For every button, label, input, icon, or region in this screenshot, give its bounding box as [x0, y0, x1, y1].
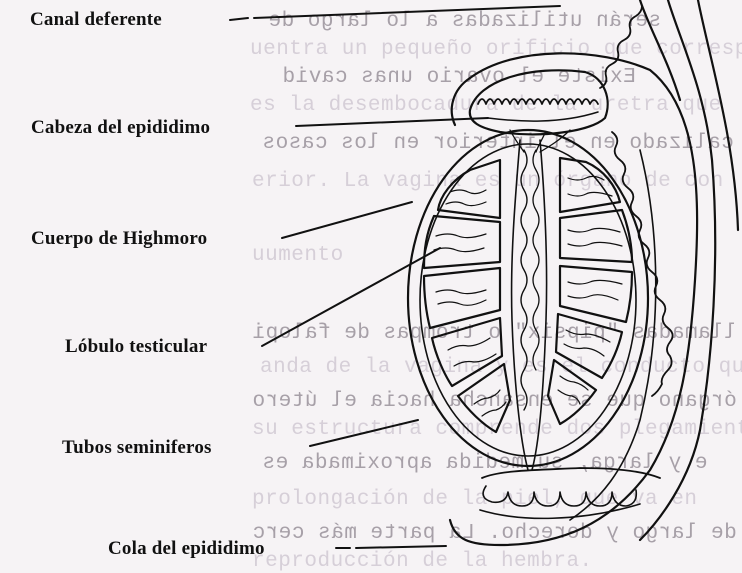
- rete-testis: [521, 150, 527, 410]
- leader-line-cola-epididimo: [336, 546, 446, 548]
- leader-line-tubos-seminiferos: [310, 420, 418, 446]
- lobule-left: [432, 318, 502, 386]
- rete-testis-2: [533, 150, 539, 370]
- label-cola-epididimo: Cola del epididimo: [108, 538, 265, 560]
- label-cuerpo-highmoro: Cuerpo de Highmoro: [31, 228, 207, 250]
- lobule-left: [424, 268, 500, 328]
- seminiferous-tubules-left: [434, 190, 506, 416]
- epididymis-head-coils-inner: [488, 112, 598, 121]
- epididymis-head: [470, 70, 608, 134]
- lobule-right: [560, 210, 632, 262]
- mediastinum-right: [532, 140, 547, 470]
- leader-line-lobulo-testicular: [262, 248, 440, 346]
- spermatic-cord-outer: [640, 0, 715, 540]
- leader-line-cabeza-epididimo: [296, 118, 488, 126]
- epididymis-tail: [482, 468, 660, 478]
- lobule-right: [560, 266, 632, 322]
- lobule-left: [424, 216, 500, 268]
- epididymis-head-coils: [478, 99, 598, 104]
- mediastinum-left: [512, 140, 528, 470]
- leader-line-canal-deferente: [230, 6, 560, 20]
- vas-deferens-wavy: [600, 6, 642, 88]
- epididymis-body: [612, 132, 673, 396]
- epididymis-tail-loop: [483, 486, 636, 506]
- label-lobulo-testicular: Lóbulo testicular: [65, 336, 207, 358]
- leader-line-cuerpo-highmoro: [282, 202, 412, 238]
- label-tubos-seminiferos: Tubos seminiferos: [62, 437, 212, 459]
- label-canal-deferente: Canal deferente: [30, 9, 162, 31]
- lobule-right: [560, 158, 620, 212]
- label-cabeza-epididimo: Cabeza del epididimo: [31, 117, 210, 139]
